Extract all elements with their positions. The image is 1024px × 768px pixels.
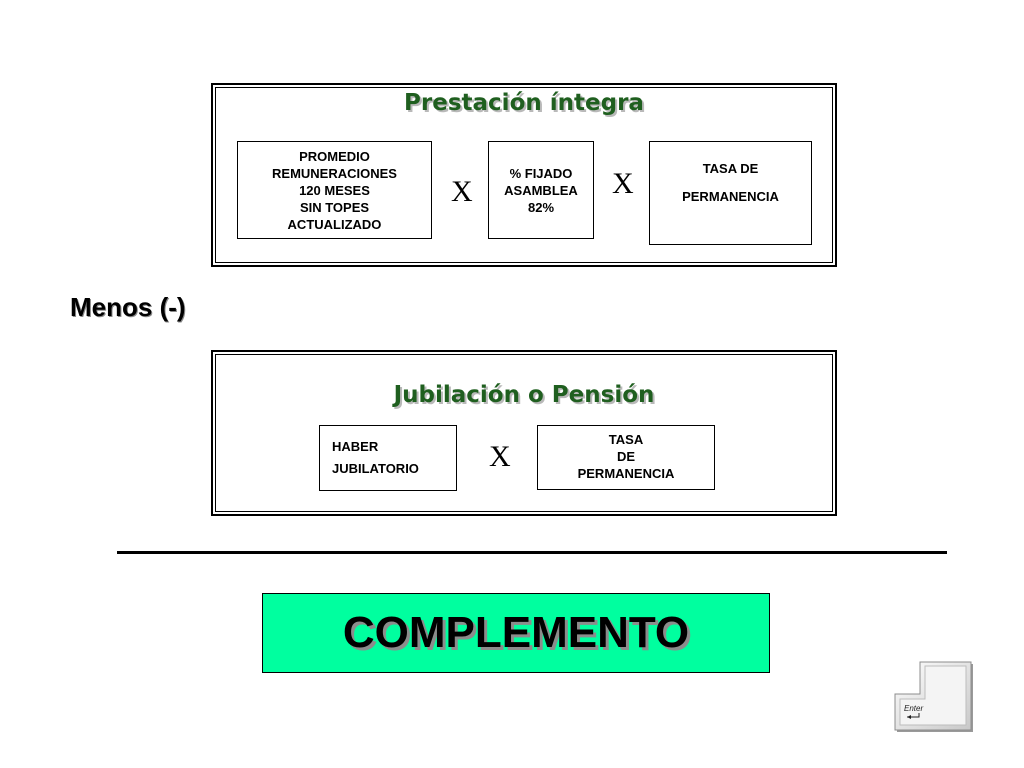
haber-line: HABER (332, 439, 379, 454)
promedio-box: PROMEDIO REMUNERACIONES 120 MESES SIN TO… (237, 141, 432, 239)
promedio-line: 120 MESES (299, 183, 370, 198)
jubilacion-frame: Jubilación o Pensión HABER JUBILATORIO X… (211, 350, 837, 516)
fijado-box: % FIJADO ASAMBLEA 82% (488, 141, 594, 239)
jubilacion-tasa-line: PERMANENCIA (577, 466, 675, 481)
enter-key-button[interactable]: Enter (893, 660, 973, 732)
promedio-line: PROMEDIO (299, 149, 370, 164)
complemento-label: COMPLEMENTO (342, 608, 690, 657)
promedio-line: SIN TOPES (299, 200, 370, 215)
jubilacion-tasa-box: TASA DE PERMANENCIA (537, 425, 715, 490)
jubilacion-tasa-line: TASA (608, 432, 644, 447)
haber-line: JUBILATORIO (332, 461, 419, 476)
menos-label: Menos (-) (70, 292, 186, 322)
multiply-operator-3: X (489, 440, 511, 473)
fijado-line: 82% (527, 200, 555, 215)
multiply-operator-2: X (612, 167, 634, 200)
enter-key-icon: Enter (894, 661, 973, 732)
result-divider (117, 551, 947, 554)
jubilacion-title: Jubilación o Pensión (393, 382, 655, 408)
haber-box: HABER JUBILATORIO (319, 425, 457, 491)
fijado-line: % FIJADO (509, 166, 573, 181)
enter-key-label: Enter (904, 704, 923, 713)
tasa-line: TASA DE (702, 161, 759, 176)
promedio-line: ACTUALIZADO (287, 217, 382, 232)
tasa-box: TASA DE PERMANENCIA (649, 141, 812, 245)
multiply-operator-1: X (451, 175, 473, 208)
complemento-banner: COMPLEMENTO (262, 593, 770, 673)
tasa-line: PERMANENCIA (682, 189, 779, 204)
prestacion-title: Prestación íntegra (404, 90, 644, 116)
jubilacion-tasa-line: DE (616, 449, 636, 464)
fijado-line: ASAMBLEA (504, 183, 578, 198)
prestacion-frame: Prestación íntegra PROMEDIO REMUNERACION… (211, 83, 837, 267)
promedio-line: REMUNERACIONES (272, 166, 397, 181)
